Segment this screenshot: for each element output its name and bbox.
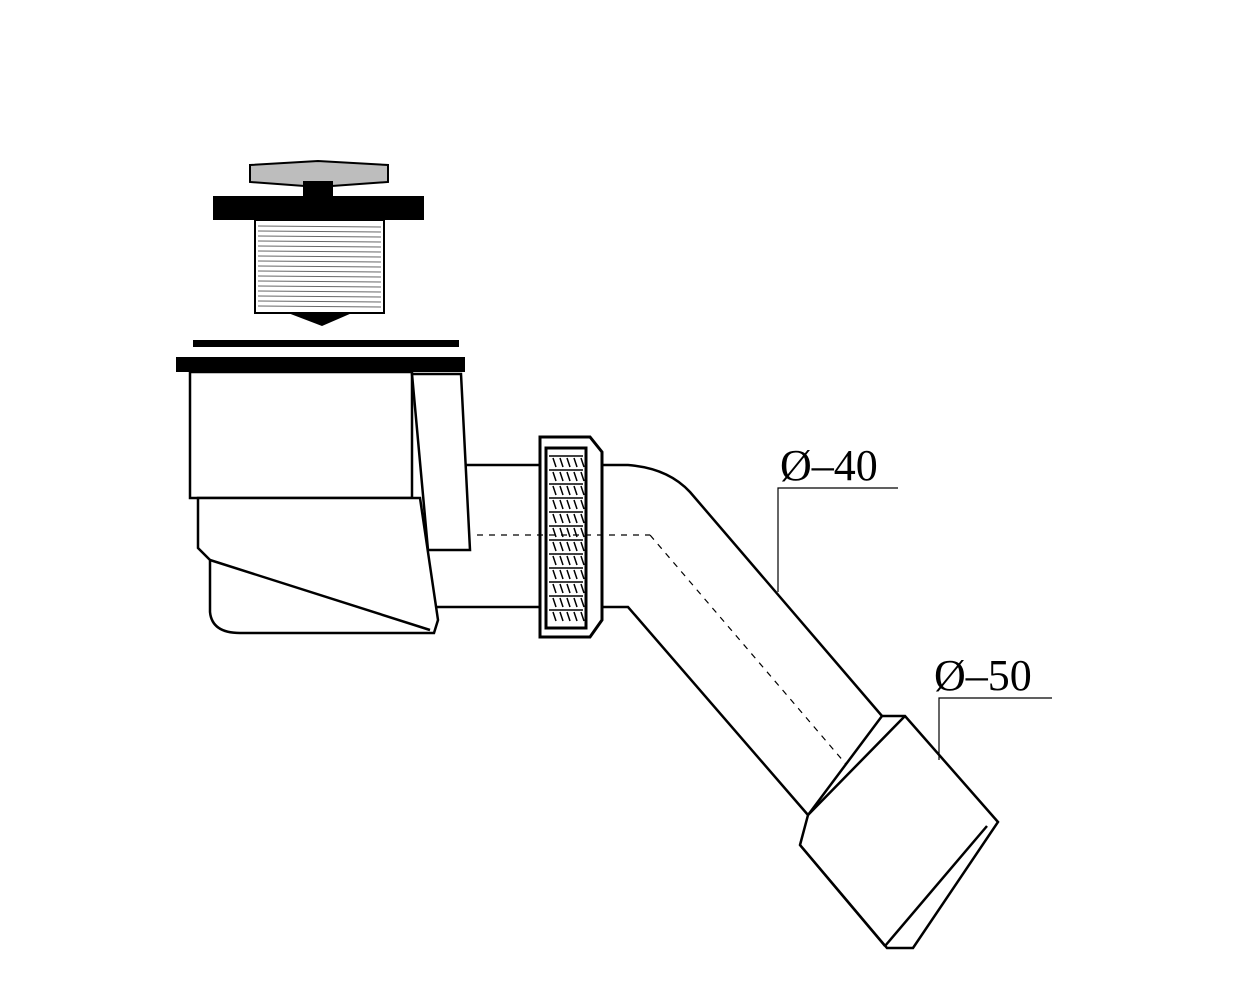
nut-hatch-tick [559,457,564,468]
nut-hatch-tick [552,583,557,594]
thread-line [257,250,382,253]
plug-flange [213,196,424,220]
nut-hatch-tick [559,597,564,608]
thread-line [257,235,382,238]
elbow-pipe [477,463,946,881]
nut-hatch-tick [559,541,564,552]
nut-hatch-tick [573,471,578,482]
nut-hatch-tick [580,527,585,538]
nut-hatch-tick [559,583,564,594]
plug-thread [254,219,385,326]
thread-line [257,305,382,308]
nut-hatch-tick [580,555,585,566]
thread-line [257,265,382,268]
thread-line [257,285,382,288]
thread-line [257,275,382,278]
nut-hatch-tick [566,569,571,580]
thread-line [257,280,382,283]
nut-hatch-tick [573,457,578,468]
nut-hatch-tick [573,597,578,608]
nut-hatch-tick [566,541,571,552]
nut-hatch-tick [552,555,557,566]
nut-hatch-tick [566,597,571,608]
nut-hatch-tick [559,485,564,496]
nut-hatch-tick [566,527,571,538]
thread-line [257,225,382,228]
thread-line [257,255,382,258]
nut-hatch-tick [566,457,571,468]
plug-cap [249,159,389,197]
thread-line [257,270,382,273]
nut-hatch-tick [552,499,557,510]
nut-hatch-tick [552,569,557,580]
union-nut [538,435,604,639]
nut-hatch-tick [573,569,578,580]
nut-hatch-tick [573,541,578,552]
thread-line [257,245,382,248]
nut-hatch-tick [559,513,564,524]
nut-hatch-tick [559,569,564,580]
nut-hatch-tick [573,611,578,622]
nut-hatch-tick [559,471,564,482]
nut-hatch-tick [552,611,557,622]
nut-hatch-tick [566,513,571,524]
nut-hatch-tick [573,513,578,524]
nut-hatch-tick [566,485,571,496]
nut-hatch-tick [580,499,585,510]
nut-hatch-tick [559,555,564,566]
nut-hatch-tick [580,471,585,482]
nut-hatch-tick [566,611,571,622]
thread-line [257,290,382,293]
thread-line [257,260,382,263]
nut-hatch-tick [580,583,585,594]
nut-hatch-tick [566,471,571,482]
nut-hatch-tick [559,611,564,622]
nut-hatch-tick [552,527,557,538]
nut-hatch-tick [552,471,557,482]
nut-hatch-tick [580,597,585,608]
nut-hatch-tick [573,485,578,496]
diameter-40-label: Ø–40 [780,441,878,490]
nut-hatch-tick [552,457,557,468]
nut-hatch-tick [552,541,557,552]
nut-hatch-tick [559,499,564,510]
nut-hatch-tick [580,513,585,524]
nut-hatch-tick [566,555,571,566]
nut-hatch-tick [580,611,585,622]
nut-hatch-tick [566,583,571,594]
nut-hatch-tick [573,583,578,594]
nut-hatch-tick [552,485,557,496]
diameter-50-label: Ø–50 [934,651,1032,700]
thread-line [257,295,382,298]
inlet-stub [437,463,545,609]
nut-hatch-tick [580,569,585,580]
nut-hatch-tick [580,457,585,468]
drain-body [176,340,472,635]
outlet-sleeve [798,714,1000,950]
nut-hatch-tick [552,597,557,608]
thread-line [257,240,382,243]
nut-hatch-tick [573,555,578,566]
thread-line [257,230,382,233]
leader-lines [777,487,1052,760]
nut-hatch-tick [573,499,578,510]
nut-hatch-tick [580,485,585,496]
nut-hatch-tick [566,499,571,510]
nut-hatch-tick [580,541,585,552]
nut-hatch-tick [552,513,557,524]
thread-line [257,300,382,303]
